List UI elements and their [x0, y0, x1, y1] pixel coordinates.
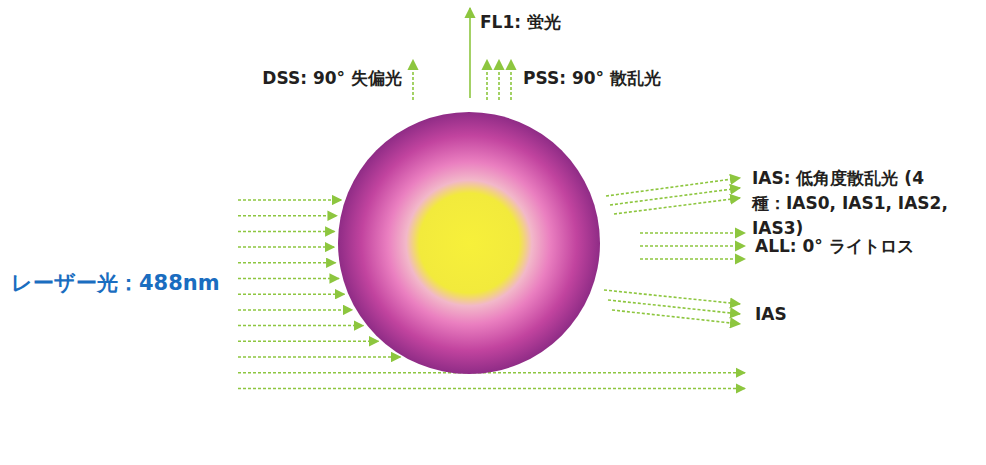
ias-arrow	[614, 198, 740, 214]
fl1-arrow	[469, 8, 471, 98]
laser-arrow	[238, 262, 336, 264]
all-label: ALL: 0° ライトロス	[755, 234, 914, 259]
all-arrow	[640, 232, 745, 234]
ias-label: IAS: 低角度散乱光 (4 種：IAS0, IAS1, IAS2, IAS3)	[752, 166, 957, 241]
particle	[338, 112, 600, 374]
ias-arrow	[612, 310, 740, 324]
scatter-arrows	[413, 8, 745, 324]
laser-arrow	[238, 199, 341, 201]
pss-label: PSS: 90° 散乱光	[523, 66, 661, 91]
pss-arrow	[498, 60, 500, 100]
ias-arrow	[610, 188, 740, 205]
pss-arrow	[510, 60, 512, 100]
laser-arrow	[238, 325, 363, 327]
all-arrow	[640, 245, 745, 247]
ias-arrow	[606, 178, 740, 196]
all-arrow	[640, 258, 745, 260]
laser-label: レーザー光：488nm	[8, 270, 223, 297]
ias-label: IAS	[755, 302, 787, 327]
laser-arrow	[238, 231, 335, 233]
laser-arrow	[238, 246, 334, 248]
dss-label: DSS: 90° 失偏光	[262, 66, 402, 91]
laser-arrow	[238, 309, 352, 311]
laser-arrow	[238, 278, 339, 280]
laser-arrow	[238, 293, 344, 295]
laser-arrow	[238, 341, 378, 343]
pss-arrow	[486, 60, 488, 100]
dss-arrow	[412, 60, 414, 100]
laser-arrow	[238, 356, 400, 358]
laser-arrow	[238, 388, 745, 390]
fl1-label: FL1: 蛍光	[480, 10, 561, 35]
laser-arrow	[238, 215, 337, 217]
laser-arrow	[238, 372, 745, 374]
